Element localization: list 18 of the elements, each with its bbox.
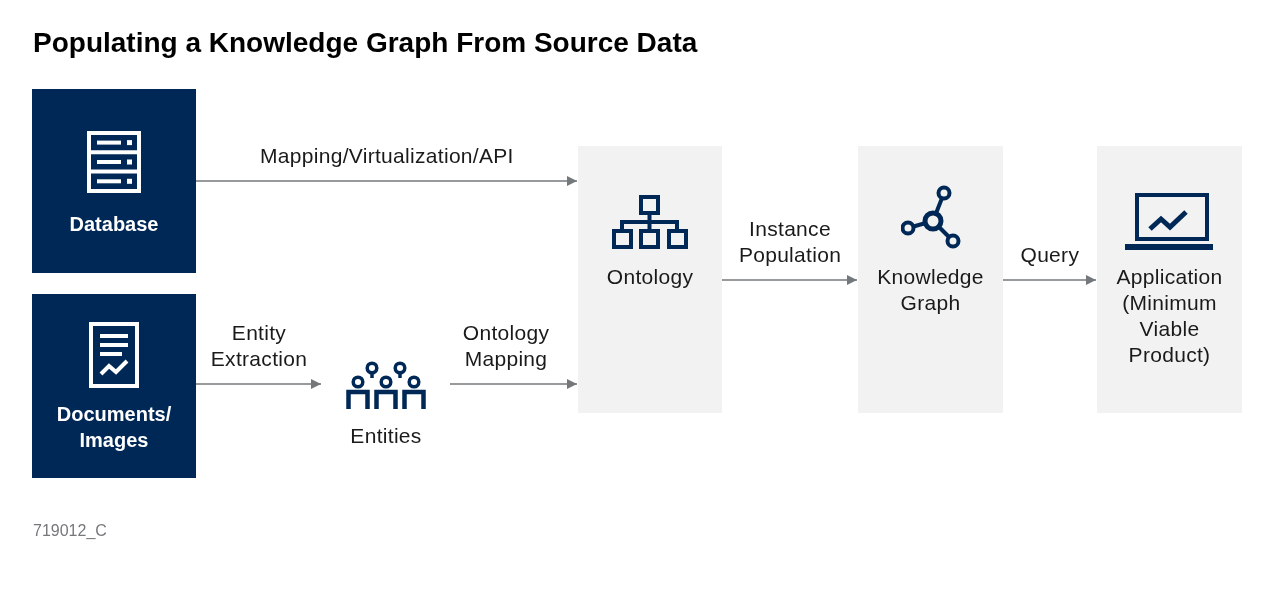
process-panel <box>578 146 722 413</box>
node-label: Entities <box>349 423 423 449</box>
arrow <box>195 379 322 389</box>
node-label: Knowledge Graph <box>876 264 985 316</box>
arrow <box>449 379 578 389</box>
process-panel <box>858 146 1003 413</box>
process-panel <box>1097 146 1242 413</box>
arrow <box>1002 275 1097 285</box>
node-label: Application (Minimum Viable Product) <box>1115 264 1224 368</box>
panel-label: Database <box>68 212 160 237</box>
arrow <box>195 176 578 186</box>
figure-id-note: 719012_C <box>33 522 107 540</box>
node-label: Ontology <box>605 264 695 290</box>
arrow <box>721 275 858 285</box>
source-panel <box>32 294 196 478</box>
diagram-title: Populating a Knowledge Graph From Source Data <box>33 27 698 59</box>
panel-label: Documents/ Images <box>55 402 173 453</box>
source-panel <box>32 89 196 273</box>
